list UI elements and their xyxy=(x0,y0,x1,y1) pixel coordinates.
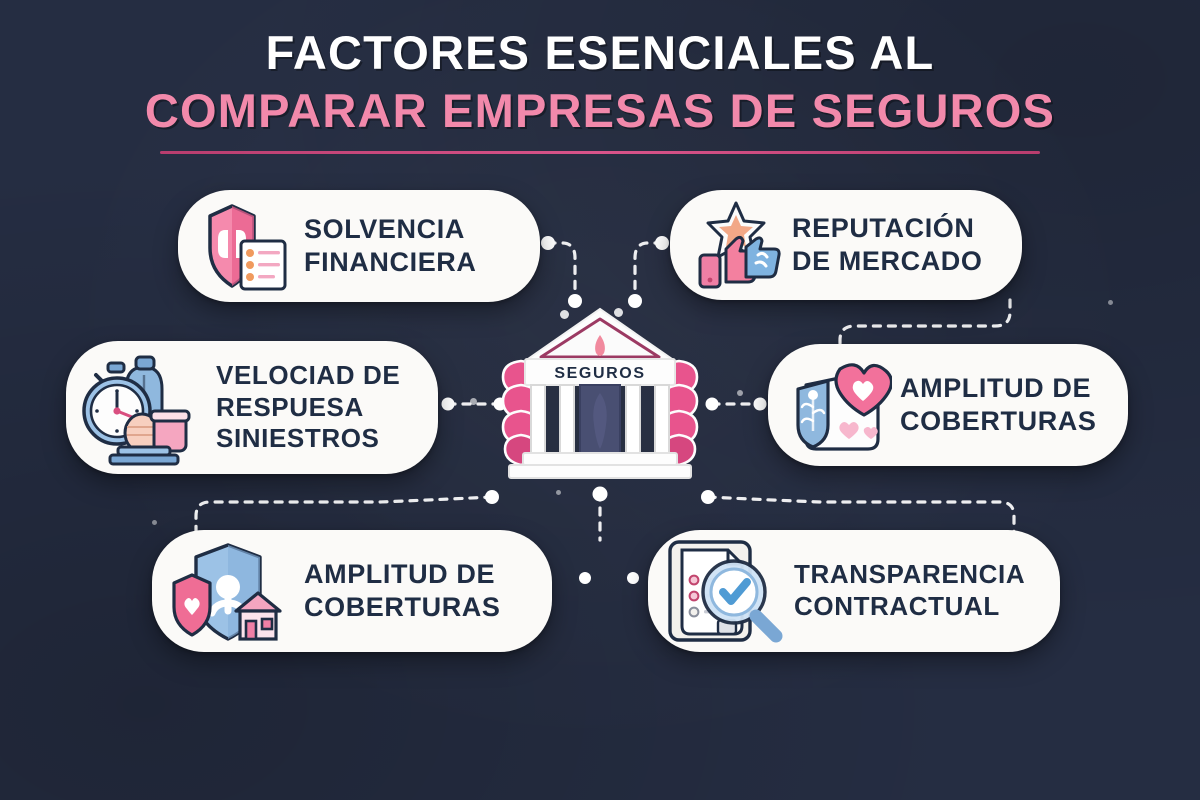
connector-dot xyxy=(441,397,455,411)
connector-dot xyxy=(701,490,715,504)
connector-dot xyxy=(579,572,591,584)
star-thumbsup-icon xyxy=(684,197,784,293)
card-label: SOLVENCIA FINANCIERA xyxy=(304,214,477,277)
card-reputacion-de-mercado[interactable]: REPUTACIÓN DE MERCADO xyxy=(670,190,1022,300)
card-amplitud-coberturas-right[interactable]: AMPLITUD DE COBERTURAS xyxy=(768,344,1128,466)
stopwatch-icon xyxy=(80,349,208,467)
background-speck xyxy=(470,398,477,405)
background-speck xyxy=(614,308,623,317)
background-speck xyxy=(737,390,743,396)
background-speck xyxy=(560,310,569,319)
connector-dot xyxy=(592,486,608,502)
heart-shield-icon xyxy=(782,351,892,459)
connector-reputacion xyxy=(633,241,664,302)
page-header: FACTORES ESENCIALES AL COMPARAR EMPRESAS… xyxy=(0,26,1200,155)
shield-checklist-icon xyxy=(192,196,296,296)
connector-dot xyxy=(485,490,499,504)
card-label: VELOCIAD DE RESPUESA SINIESTROS xyxy=(216,359,401,454)
connector-dot xyxy=(753,397,767,411)
connector-dot xyxy=(655,236,669,250)
card-amplitud-coberturas-bottom[interactable]: AMPLITUD DE COBERTURAS xyxy=(152,530,552,652)
background-speck xyxy=(556,490,561,495)
shields-house-icon xyxy=(166,537,296,645)
card-label: REPUTACIÓN DE MERCADO xyxy=(792,213,983,276)
connector-solvencia xyxy=(546,241,577,302)
card-solvencia-financiera[interactable]: SOLVENCIA FINANCIERA xyxy=(178,190,540,302)
connector-dot xyxy=(627,572,639,584)
connector-reputacion-elbow xyxy=(838,298,1012,352)
card-label: AMPLITUD DE COBERTURAS xyxy=(304,559,501,622)
page-title-line-1: FACTORES ESENCIALES AL xyxy=(265,26,935,79)
page-title-line-2: COMPARAR EMPRESAS DE SEGUROS xyxy=(144,83,1056,137)
bank-building-illustration: SEGUROS xyxy=(487,303,713,485)
background-speck xyxy=(1108,300,1113,305)
card-transparencia-contractual[interactable]: TRANSPARENCIA CONTRACTUAL xyxy=(648,530,1060,652)
bank-label: SEGUROS xyxy=(554,365,645,382)
title-divider xyxy=(160,151,1040,155)
card-label: AMPLITUD DE COBERTURAS xyxy=(900,373,1097,436)
background-speck xyxy=(152,520,157,525)
connector-dot xyxy=(541,236,555,250)
card-label: TRANSPARENCIA CONTRACTUAL xyxy=(794,559,1026,621)
card-velocidad-respuesta-siniestros[interactable]: VELOCIAD DE RESPUESA SINIESTROS xyxy=(66,341,438,474)
document-magnifier-check-icon xyxy=(662,536,786,646)
